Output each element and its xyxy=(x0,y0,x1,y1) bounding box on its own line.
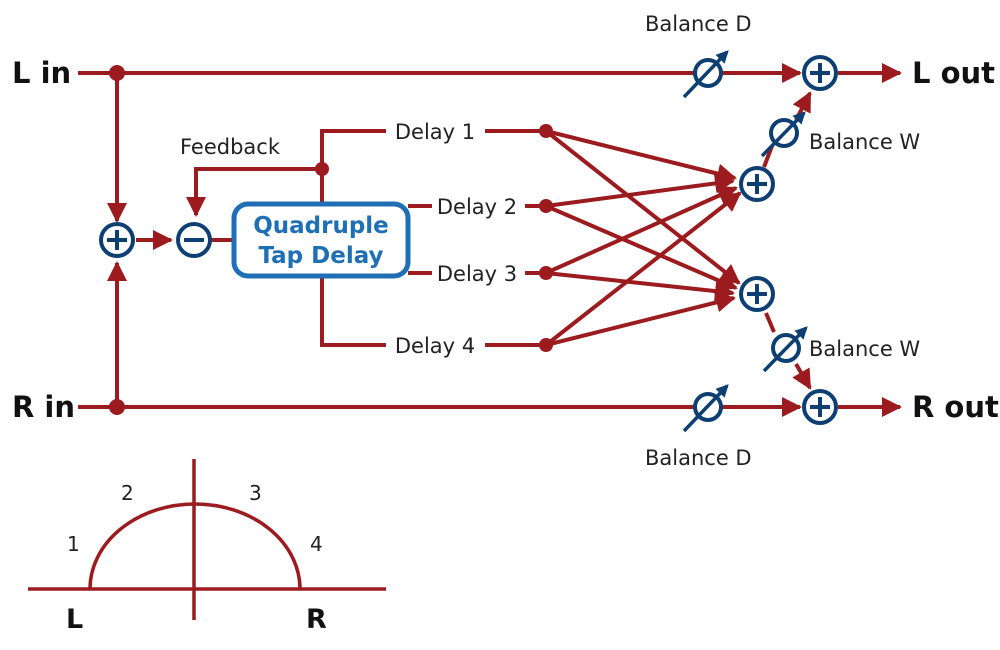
wet-sum-node-lower xyxy=(739,276,775,312)
left-split-dot xyxy=(109,65,125,81)
balance-wet-upper-label: Balance W xyxy=(809,130,920,154)
balance-dry-bottom-label: Balance D xyxy=(645,446,752,470)
right-output-label: R out xyxy=(912,390,999,424)
quadruple-tap-delay-block: Quadruple Tap Delay xyxy=(231,201,411,279)
tap-label-3: Delay 3 xyxy=(437,262,517,286)
feedback-label: Feedback xyxy=(180,135,281,159)
balance-wet-lower-label: Balance W xyxy=(809,337,920,361)
feedback-loop xyxy=(186,167,322,217)
pan-position-4: 4 xyxy=(310,532,323,556)
delay-block-title-line1: Quadruple xyxy=(253,213,389,239)
tap-wires xyxy=(320,129,546,347)
pan-position-3: 3 xyxy=(249,481,262,505)
pan-right-label: R xyxy=(306,604,327,635)
left-output-label: L out xyxy=(912,56,995,90)
pan-position-1: 1 xyxy=(67,532,80,556)
pan-left-label: L xyxy=(66,604,83,635)
tap-label-4: Delay 4 xyxy=(395,334,475,358)
balance-wet-lower-knob-icon xyxy=(762,326,808,373)
balance-dry-top-label: Balance D xyxy=(645,12,752,36)
pan-position-2: 2 xyxy=(121,481,134,505)
balance-dry-bottom-knob-icon xyxy=(682,384,729,433)
wet-sum-node-upper xyxy=(739,166,775,202)
right-split-dot xyxy=(109,399,125,415)
right-output-sum-node xyxy=(802,389,838,425)
tap-label-2: Delay 2 xyxy=(437,195,517,219)
delay-block-title-line2: Tap Delay xyxy=(258,243,383,269)
pan-position-diagram: 1 2 3 4 L R xyxy=(28,459,386,635)
right-input-label: R in xyxy=(12,390,75,424)
balance-dry-top-knob-icon xyxy=(682,50,729,99)
feedback-subtract-node xyxy=(176,222,212,258)
balance-wet-upper-knob-icon xyxy=(760,111,806,158)
left-input-label: L in xyxy=(12,56,71,90)
input-sum-node xyxy=(99,222,135,258)
left-output-sum-node xyxy=(802,55,838,91)
tap-label-1: Delay 1 xyxy=(395,120,475,144)
tap-routing-arrows xyxy=(544,129,742,347)
